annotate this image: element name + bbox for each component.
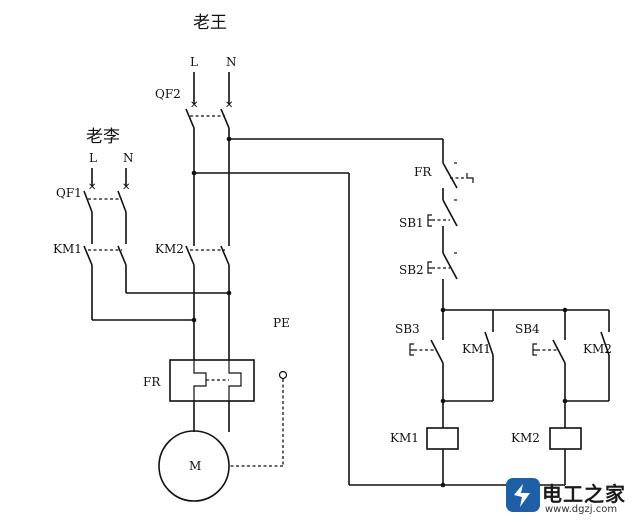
- brand-logo-icon: [506, 478, 540, 512]
- label-sb3: SB3: [395, 322, 420, 336]
- label-n-alt: N: [123, 151, 134, 165]
- qf1-breaker: ✕ ✕: [83, 168, 130, 244]
- label-sb2: SB2: [399, 263, 424, 277]
- label-km2-aux: KM2: [583, 342, 612, 356]
- km2-power-contacts: [185, 245, 232, 360]
- label-km1-coil: KM1: [390, 431, 419, 445]
- label-km2-coil: KM2: [511, 431, 540, 445]
- label-fr-power: FR: [143, 375, 161, 389]
- watermark-url: www.dgzj.com: [545, 504, 618, 515]
- control-feed-wires: [191, 136, 565, 486]
- svg-text:✕: ✕: [190, 100, 198, 111]
- fr-nc-contact: [442, 139, 474, 200]
- title-main: 老王: [193, 13, 227, 33]
- label-motor: M: [189, 459, 201, 473]
- label-pe: PE: [273, 316, 290, 330]
- svg-text:✕: ✕: [225, 100, 233, 111]
- title-alt: 老李: [86, 127, 120, 147]
- label-l-main: L: [190, 55, 198, 69]
- svg-text:✕: ✕: [88, 182, 96, 193]
- km2-aux-contact: [562, 318, 610, 404]
- sb1-stop-button: [427, 199, 458, 253]
- qf2-breaker: ✕ ✕: [185, 72, 233, 246]
- km2-coil: [549, 427, 582, 485]
- label-km1-aux: KM1: [462, 342, 491, 356]
- fr-thermal-relay: [169, 359, 255, 432]
- label-sb1: SB1: [399, 216, 424, 230]
- sb4-start-button: [532, 339, 566, 428]
- pe-ground: [229, 370, 288, 467]
- sb3-start-button: [409, 339, 444, 428]
- km1-power-contacts: [83, 245, 229, 321]
- control-bus: [440, 307, 610, 340]
- svg-text:✕: ✕: [122, 182, 130, 193]
- label-qf1: QF1: [56, 186, 82, 200]
- label-km2-power: KM2: [155, 242, 184, 256]
- sb2-stop-button: [427, 252, 458, 310]
- label-l-alt: L: [89, 151, 97, 165]
- label-n-main: N: [226, 55, 237, 69]
- label-qf2: QF2: [155, 87, 181, 101]
- label-fr-ctrl: FR: [414, 165, 432, 179]
- label-km1-power: KM1: [53, 242, 82, 256]
- watermark-name: 电工之家: [542, 482, 626, 506]
- motor: M: [158, 430, 230, 502]
- label-sb4: SB4: [515, 322, 540, 336]
- km1-coil: [426, 427, 459, 488]
- km1-aux-contact: [440, 318, 494, 404]
